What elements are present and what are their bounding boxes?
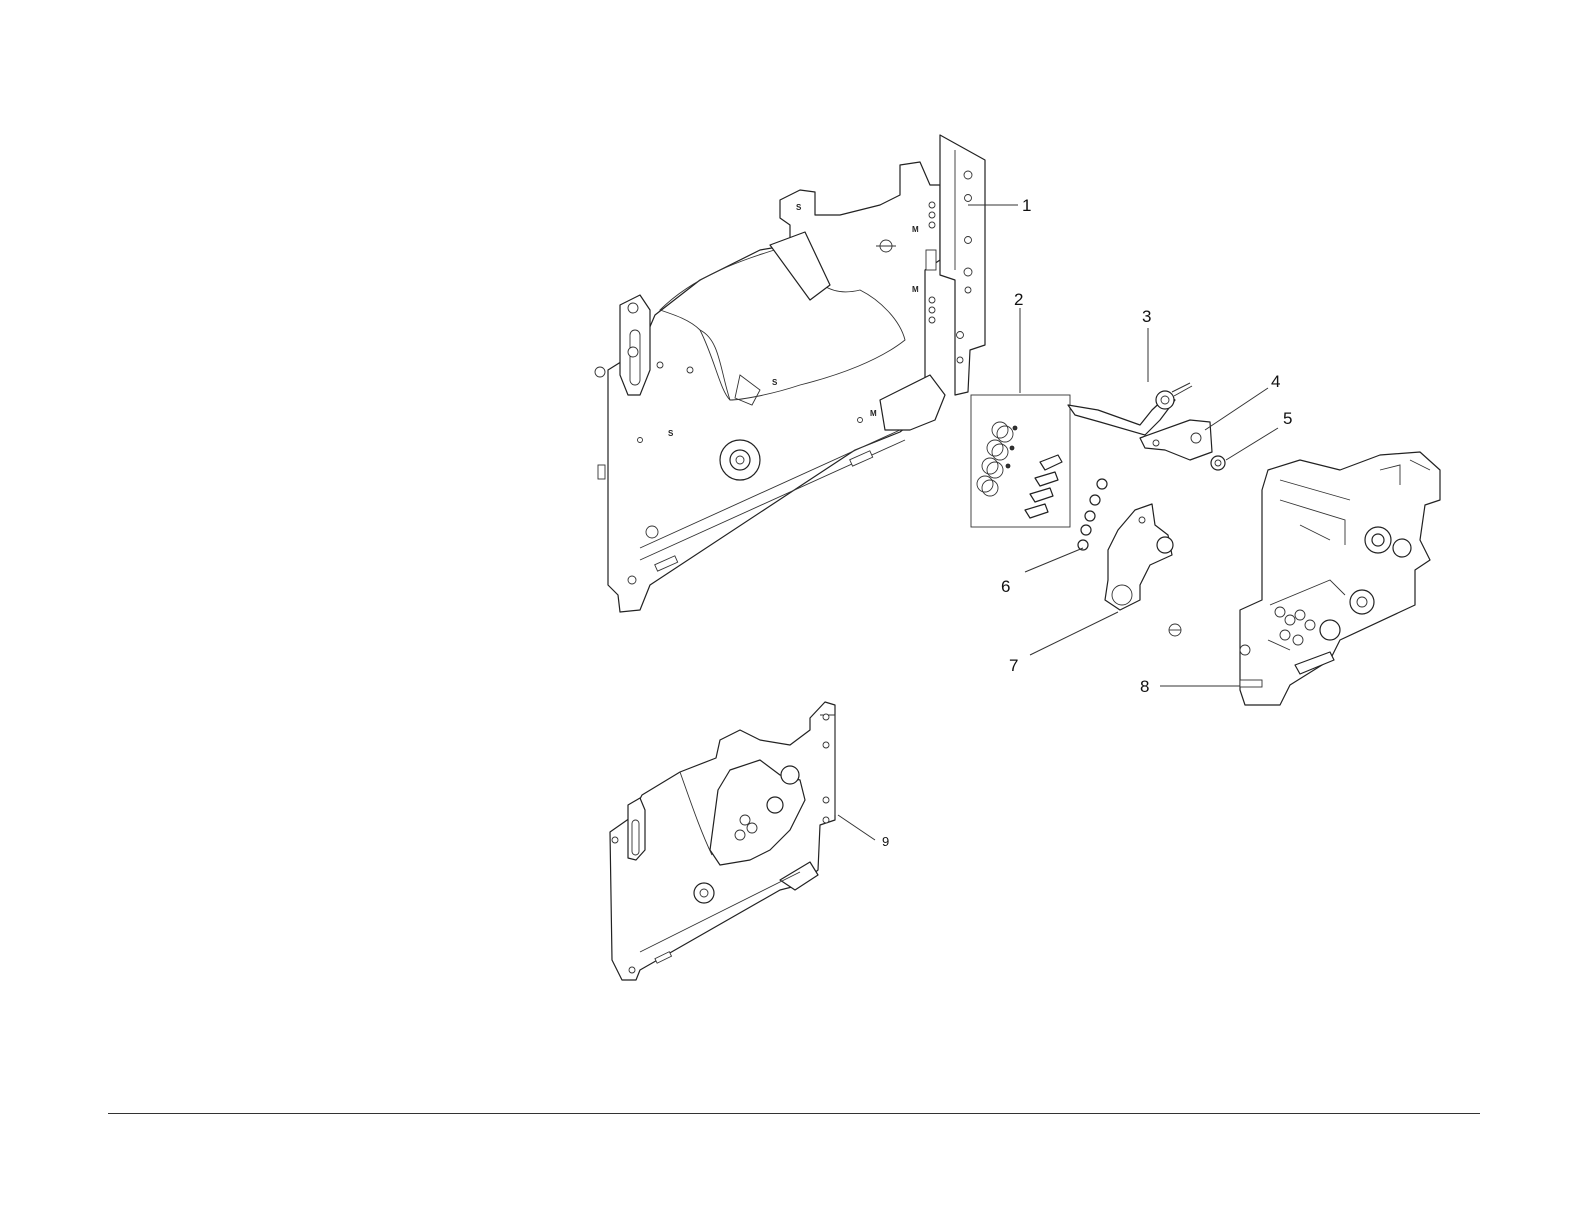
spring-clips <box>1025 455 1062 518</box>
callout-1: 1 <box>1022 196 1031 215</box>
part-8-drive-assembly <box>1240 452 1440 705</box>
leader-7 <box>1030 612 1118 655</box>
part-6-pins <box>1078 479 1107 550</box>
leader-6 <box>1025 548 1083 572</box>
part-7-plate-lever <box>1105 504 1181 636</box>
leader-4 <box>1205 388 1268 430</box>
callout-6: 6 <box>1001 577 1010 596</box>
callout-4: 4 <box>1271 372 1280 391</box>
callout-7: 7 <box>1009 656 1018 675</box>
frame-mark-m-middle: M <box>912 285 919 294</box>
torsion-springs <box>977 422 1017 496</box>
leader-5 <box>1226 428 1278 460</box>
frame-mark-s-left: S <box>668 429 674 438</box>
part-9-assembled-frame <box>610 702 835 980</box>
callout-5: 5 <box>1283 409 1292 428</box>
frame-mark-m-upper: M <box>912 225 919 234</box>
callout-9: 9 <box>882 834 889 849</box>
part-1-side-frame: S M M S S M <box>595 135 985 612</box>
part-2-spring-kit <box>971 395 1070 527</box>
callout-3: 3 <box>1142 307 1151 326</box>
callout-2: 2 <box>1014 290 1023 309</box>
callout-labels: 1 2 3 4 5 6 7 8 9 <box>882 196 1292 849</box>
frame-mark-s-top: S <box>796 203 802 212</box>
footer-divider <box>108 1113 1480 1114</box>
frame-mark-s-center: S <box>772 378 778 387</box>
frame-mark-m-lower: M <box>870 409 877 418</box>
callout-8: 8 <box>1140 677 1149 696</box>
part-5-washer <box>1211 456 1225 470</box>
leader-9 <box>838 815 875 840</box>
